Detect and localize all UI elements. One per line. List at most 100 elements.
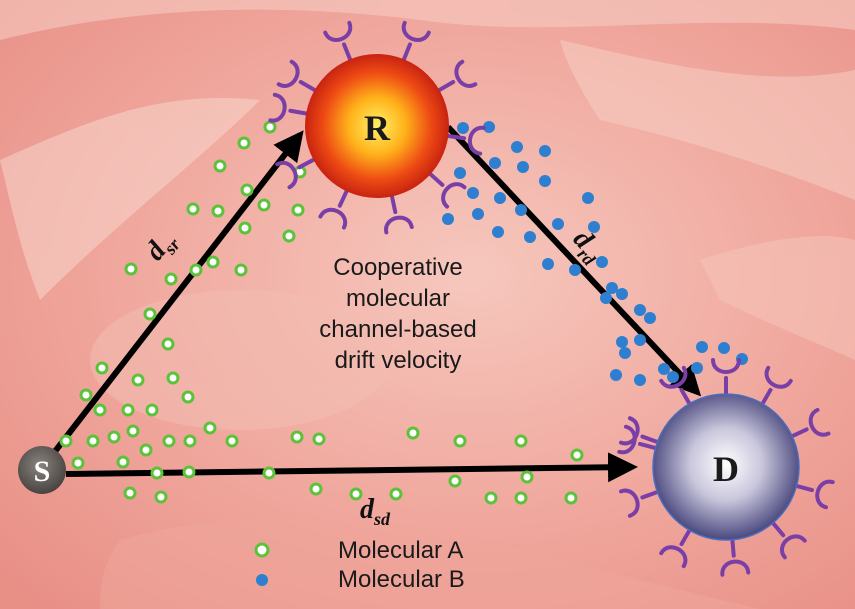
center-caption-line: drift velocity — [334, 347, 462, 374]
receptor — [437, 59, 478, 92]
molecule-a — [166, 371, 180, 385]
molecule-b — [539, 175, 551, 187]
molecule-a — [164, 272, 178, 286]
receptor — [794, 479, 835, 510]
molecule-a — [126, 424, 140, 438]
molecule-b — [696, 341, 708, 353]
molecule-b — [596, 256, 608, 268]
molecule-a — [123, 486, 137, 500]
molecule-a — [139, 443, 153, 457]
molecule-b — [616, 336, 628, 348]
molecule-b — [610, 369, 622, 381]
molecule-a — [86, 434, 100, 448]
molecule-a — [238, 221, 252, 235]
molecule-a — [291, 203, 305, 217]
molecule-b — [634, 334, 646, 346]
arrow-s-to-r — [43, 130, 304, 465]
molecule-a — [161, 337, 175, 351]
molecule-a — [154, 490, 168, 504]
molecule-a — [448, 474, 462, 488]
molecule-a — [514, 434, 528, 448]
molecule-b — [634, 374, 646, 386]
molecule-b — [588, 221, 600, 233]
legend-marker-a — [254, 542, 270, 558]
legend-markers — [254, 542, 270, 586]
molecule-a — [225, 434, 239, 448]
destination-label: D — [713, 449, 739, 489]
molecule-a — [240, 183, 254, 197]
molecule-a — [234, 263, 248, 277]
molecule-a — [131, 373, 145, 387]
molecules-b — [442, 121, 748, 386]
source-label: S — [34, 455, 51, 488]
molecule-b — [483, 121, 495, 133]
legend-label-a: Molecular A — [338, 537, 464, 564]
molecule-b — [718, 342, 730, 354]
receptor — [659, 365, 692, 406]
molecule-a — [162, 434, 176, 448]
molecule-a — [124, 262, 138, 276]
molecule-b — [494, 192, 506, 204]
molecule-a — [71, 456, 85, 470]
molecule-a — [282, 229, 296, 243]
receptor — [428, 172, 467, 209]
molecule-a — [116, 455, 130, 469]
molecule-b — [569, 264, 581, 276]
center-caption-line: Cooperative — [333, 254, 463, 281]
molecule-a — [312, 432, 326, 446]
receptor — [760, 365, 793, 406]
source-node: S — [18, 446, 66, 494]
molecule-a — [484, 491, 498, 505]
molecule-a — [213, 159, 227, 173]
molecules-a — [59, 120, 584, 505]
molecule-a — [150, 466, 164, 480]
molecule-b — [517, 161, 529, 173]
molecule-a — [520, 470, 534, 484]
receptor — [384, 194, 414, 235]
legend-label-b: Molecular B — [338, 566, 465, 593]
destination-receptors — [617, 358, 835, 577]
molecule-a — [570, 448, 584, 462]
receptor — [318, 189, 349, 230]
molecule-a — [564, 491, 578, 505]
molecule-a — [211, 204, 225, 218]
molecule-a — [181, 390, 195, 404]
receptor — [323, 20, 353, 62]
receptor — [268, 92, 309, 123]
receptor — [617, 424, 658, 455]
molecule-a — [206, 255, 220, 269]
link-label-sd: dsd — [360, 494, 391, 529]
molecule-b — [634, 304, 646, 316]
receptor — [619, 488, 660, 518]
receptor — [275, 157, 316, 190]
link-label-sd-sub: sd — [373, 509, 391, 529]
arrow-r-to-d — [445, 124, 702, 397]
molecule-a — [349, 487, 363, 501]
molecule-b — [667, 371, 679, 383]
molecule-b — [691, 362, 703, 374]
molecule-b — [658, 363, 670, 375]
link-label-sd-base: d — [360, 494, 375, 525]
center-caption-line: molecular — [345, 285, 451, 312]
molecule-b — [457, 122, 469, 134]
relay-receptors — [268, 20, 486, 235]
molecule-a — [121, 403, 135, 417]
receptor — [619, 416, 660, 446]
molecule-b — [582, 192, 594, 204]
molecule-b — [644, 312, 656, 324]
molecule-b — [454, 167, 466, 179]
receptor — [720, 537, 751, 577]
molecule-b — [606, 282, 618, 294]
molecule-b — [467, 187, 479, 199]
molecule-a — [237, 136, 251, 150]
molecule-a — [145, 403, 159, 417]
molecule-b — [489, 157, 501, 169]
relay-label: R — [364, 108, 391, 148]
molecule-a — [257, 198, 271, 212]
receptor — [276, 59, 317, 92]
molecule-a — [406, 426, 420, 440]
molecule-a — [453, 434, 467, 448]
molecule-a — [95, 361, 109, 375]
relay-node: R — [268, 20, 486, 235]
